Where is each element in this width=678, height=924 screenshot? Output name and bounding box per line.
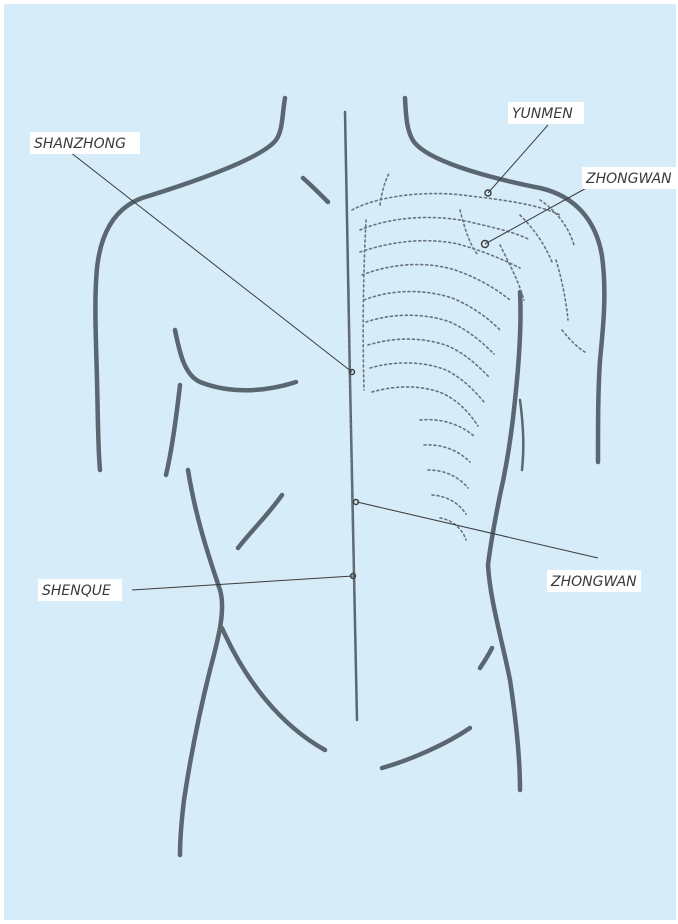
label-yunmen: YUNMEN [512,106,573,122]
label-zhongwan-lower-group: ZHONGWAN [547,570,641,592]
label-zhongwan-lower: ZHONGWAN [550,574,637,590]
abdomen-right-lower [382,728,470,768]
body-outline [95,98,604,855]
label-shanzhong-group: SHANZHONG [30,132,140,154]
label-shenque: SHENQUE [42,583,111,599]
flank-right [488,565,520,790]
label-zhongwan-upper: ZHONGWAN [585,171,672,187]
clavicle-left [303,178,328,202]
side-right-upper [488,292,521,565]
abdomen-left-fold [238,495,282,548]
leader-shenque [132,576,353,590]
midline-dotted [349,288,354,590]
midline [345,112,357,720]
label-shanzhong: SHANZHONG [34,136,126,152]
abdomen-left-lower [222,628,325,750]
neck-right [405,98,604,462]
label-zhongwan-upper-group: ZHONGWAN [582,167,676,189]
abdomen-right-fold [480,648,492,668]
leader-zhongwan-lower [357,502,598,558]
label-shenque-group: SHENQUE [38,579,122,601]
armpit-left [175,330,296,390]
label-yunmen-group: YUNMEN [508,102,584,124]
flank-left [180,470,222,855]
right-rib-margin [520,400,523,470]
rib-cage [352,172,585,540]
side-left [166,385,180,475]
